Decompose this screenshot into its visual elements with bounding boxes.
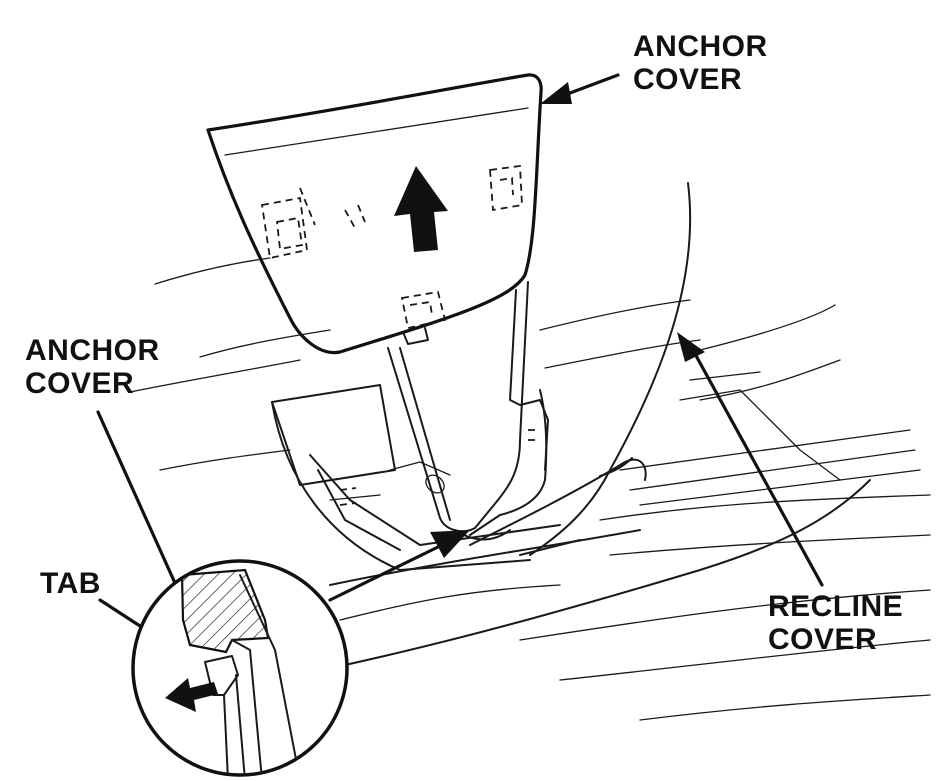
anchor-cover-top bbox=[206, 73, 543, 355]
tab-label-text: TAB bbox=[40, 567, 101, 600]
recline-cover-label-line2: COVER bbox=[768, 623, 878, 656]
seat-background-lines bbox=[129, 257, 931, 721]
tab-label: TAB bbox=[40, 567, 101, 600]
anchor-cover-left-label: ANCHOR COVER bbox=[25, 334, 160, 400]
anchor-recess bbox=[271, 384, 561, 571]
anchor-cover-top-label: ANCHOR COVER bbox=[633, 30, 768, 96]
pointer-arrow-icon bbox=[540, 82, 572, 104]
anchor-cover-left-label-line2: COVER bbox=[25, 367, 135, 400]
anchor-cover-top-label-line1: ANCHOR bbox=[633, 30, 768, 63]
removal-direction-arrow-icon bbox=[165, 678, 218, 712]
recline-cover-label-line1: RECLINE bbox=[768, 590, 904, 623]
pointer-arrow-icon bbox=[430, 530, 470, 558]
recline-cover-label: RECLINE COVER bbox=[768, 590, 903, 656]
recline-cover-outline bbox=[469, 182, 692, 556]
anchor-cover-left-label-line1: ANCHOR bbox=[25, 334, 160, 367]
seat-cushion-outline bbox=[329, 371, 921, 666]
tab-detail-magnifier bbox=[131, 559, 349, 777]
anchor-cover-top-label-line2: COVER bbox=[633, 63, 743, 96]
up-arrow-icon bbox=[394, 166, 448, 252]
anchor-strap bbox=[387, 281, 549, 541]
